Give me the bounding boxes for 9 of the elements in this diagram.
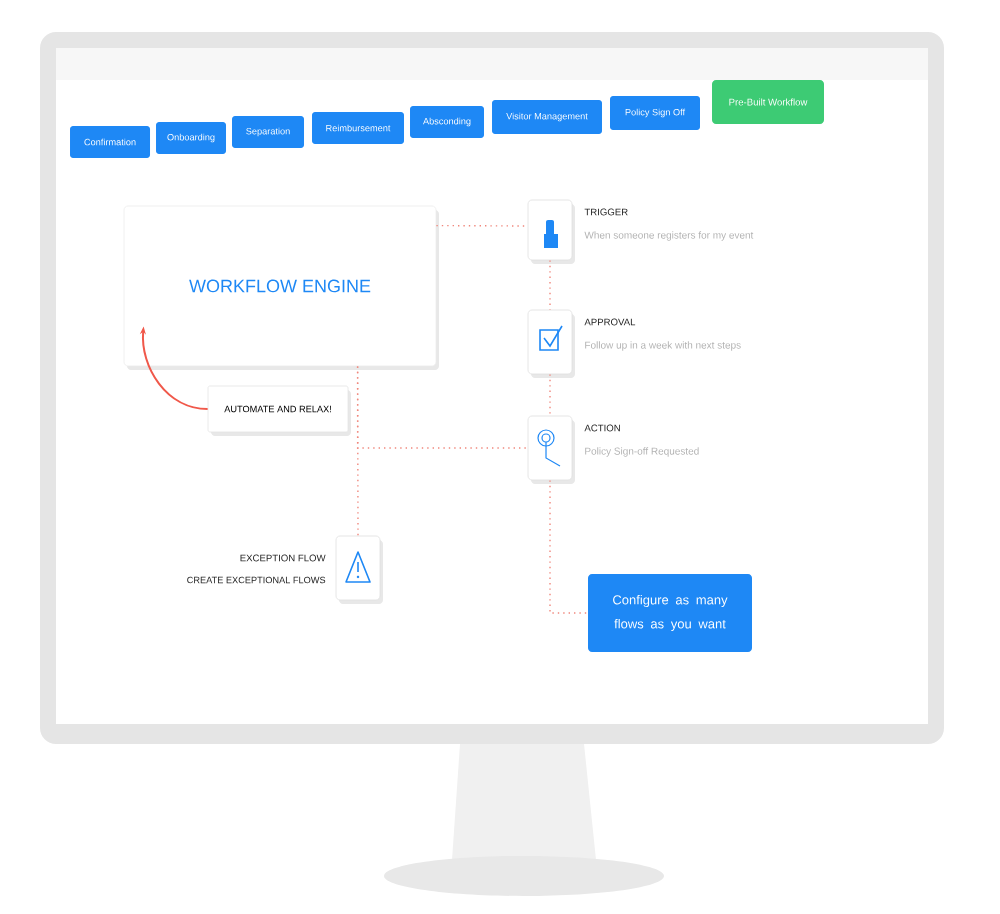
icon-card — [527, 415, 573, 481]
connector-line — [549, 479, 589, 614]
icon-card — [335, 535, 381, 601]
connector-line — [435, 224, 529, 227]
connector-line — [549, 373, 551, 417]
connector-line — [356, 365, 359, 537]
icon-card — [527, 309, 573, 375]
engine-card: WORKFLOW ENGINE — [123, 205, 437, 367]
connector-line — [549, 259, 551, 311]
